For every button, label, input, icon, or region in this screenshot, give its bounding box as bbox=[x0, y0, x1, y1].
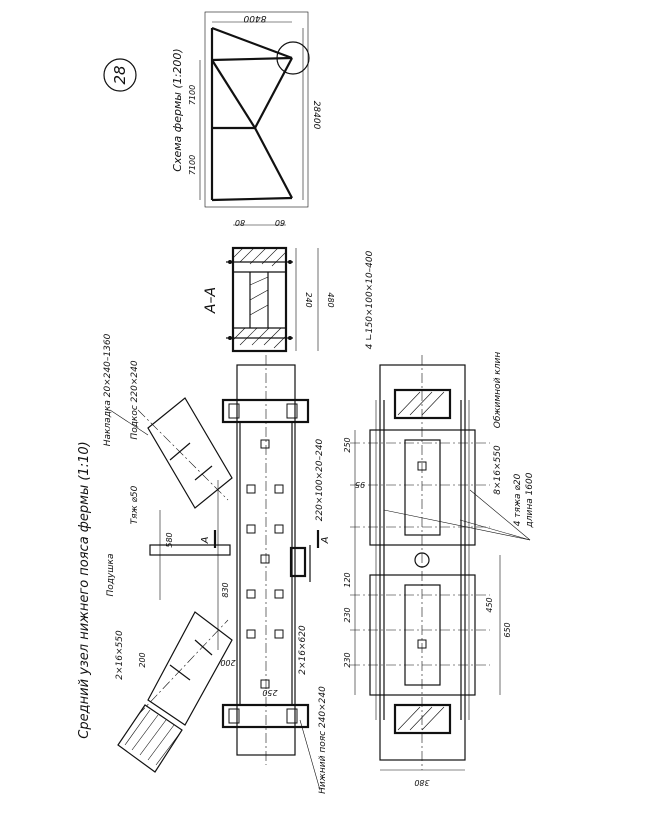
scheme-frame bbox=[204, 11, 309, 208]
label-angle-main: 220×100×20–240 bbox=[315, 438, 325, 521]
main-node-view: А А 580 830 200 200 250 Накладка 20×240–… bbox=[77, 333, 331, 793]
tie-rod-nut bbox=[289, 546, 307, 578]
dim-250: 250 bbox=[262, 688, 277, 697]
node-callout-circle bbox=[276, 41, 310, 75]
label-plate-b: 2×16×620 bbox=[298, 625, 308, 675]
section-dim-80: 80 bbox=[235, 218, 245, 227]
label-rods-length: длина 1600 bbox=[525, 472, 535, 528]
scheme-dim-28400: 28400 bbox=[311, 101, 321, 130]
plan-dim-450: 450 bbox=[485, 597, 494, 612]
section-dim-60: 60 bbox=[275, 218, 285, 227]
upper-brace bbox=[137, 397, 233, 509]
main-title: Средний узел нижнего пояса фермы (1:10) bbox=[77, 441, 92, 738]
scheme-dim-8400: 8400 bbox=[243, 13, 266, 23]
dim-200: 200 bbox=[138, 652, 147, 667]
plan-dim-650: 650 bbox=[503, 622, 512, 637]
bolt-grid bbox=[246, 439, 284, 689]
section-dim-480: 480 bbox=[326, 292, 335, 307]
dim-580: 580 bbox=[165, 532, 174, 547]
label-plate-a: 2×16×550 bbox=[115, 630, 125, 680]
truss-scheme: 8400 28400 7100 7100 Схема фермы (1:200) bbox=[171, 11, 321, 208]
center-pin bbox=[414, 552, 430, 568]
lower-brace bbox=[137, 611, 233, 726]
plan-dim-230-a: 230 bbox=[343, 607, 352, 622]
sheet-number: 28 bbox=[111, 65, 129, 84]
label-brace: Подкос 220×240 bbox=[130, 360, 140, 439]
label-angle-small: 4 ∟150×100×10–400 bbox=[365, 250, 375, 349]
section-a-a: 240 480 80 60 А–А bbox=[203, 218, 335, 353]
plan-dim-120: 120 bbox=[343, 572, 352, 587]
label-clamp: Обжимной клин bbox=[493, 352, 503, 429]
dim-830: 830 bbox=[221, 582, 230, 597]
plan-dim-380: 380 bbox=[414, 778, 429, 787]
label-overlay: Накладка 20×240–1360 bbox=[103, 333, 113, 446]
plan-dim-250: 250 bbox=[343, 437, 352, 452]
cut-mark-right: А bbox=[320, 536, 331, 544]
plan-view: 250 120 230 230 95 450 650 380 4 ∟150×10… bbox=[343, 250, 535, 787]
section-title: А–А bbox=[203, 287, 219, 314]
label-tie-rod: Тяж ⌀50 bbox=[130, 485, 140, 524]
plan-dim-230-b: 230 bbox=[343, 652, 352, 667]
sheet-number-badge: 28 bbox=[103, 58, 137, 92]
scheme-dim-7100-a: 7100 bbox=[188, 85, 197, 105]
plan-dim-95: 95 bbox=[355, 480, 365, 489]
cut-mark-left: А bbox=[200, 536, 211, 544]
label-plate-c: 8×16×550 bbox=[493, 445, 503, 495]
label-pad: Подушка bbox=[106, 553, 116, 596]
scheme-title: Схема фермы (1:200) bbox=[171, 48, 184, 171]
label-rods: 4 тяжа ⌀20 bbox=[513, 473, 523, 526]
scheme-dim-7100-b: 7100 bbox=[188, 155, 197, 175]
label-bottom-chord: Нижний пояс 240×240 bbox=[318, 686, 328, 794]
tie-rod bbox=[149, 544, 231, 556]
dim-200-b: 200 bbox=[220, 658, 235, 667]
brace-section-hatch bbox=[117, 704, 183, 773]
section-dim-240: 240 bbox=[304, 292, 313, 307]
